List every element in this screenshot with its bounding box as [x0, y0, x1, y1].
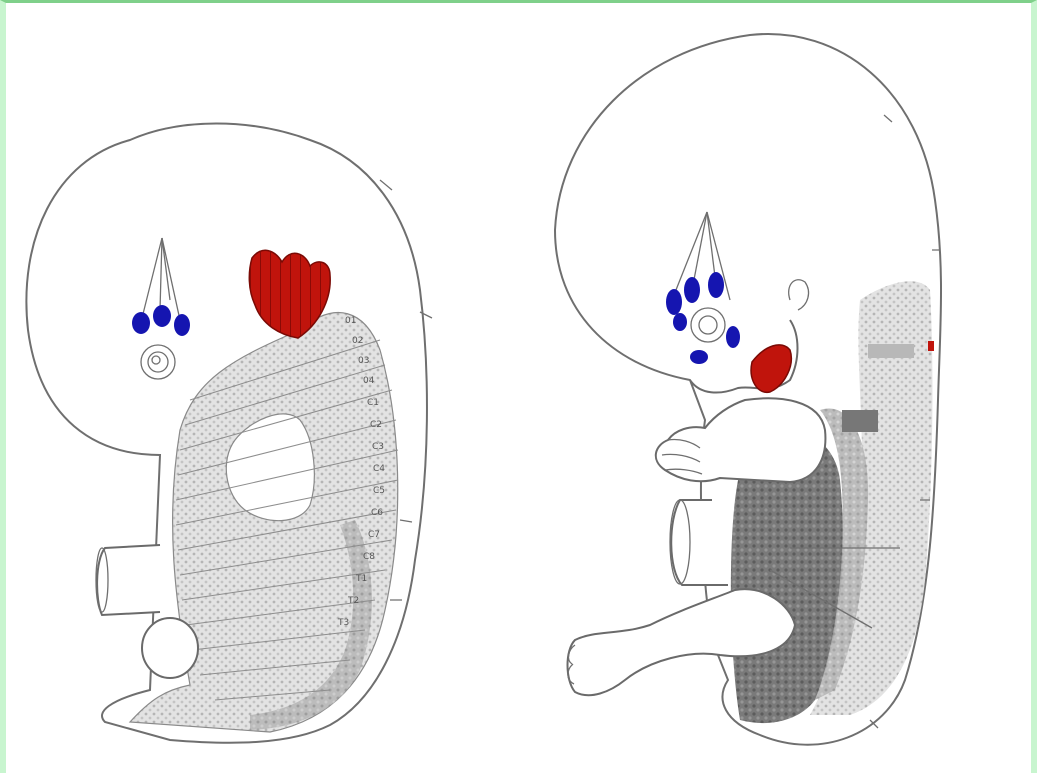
eye-muscle-blob	[684, 277, 700, 303]
somite-label: C3	[372, 442, 384, 452]
somite-label: C5	[373, 486, 385, 496]
right-embryo	[555, 34, 941, 745]
right-dark-marker	[842, 410, 878, 432]
somite-label: 04	[363, 376, 375, 386]
somite-label: C4	[373, 464, 385, 474]
somite-label: 03	[358, 356, 369, 366]
somite-label: C2	[370, 420, 382, 430]
somite-label: C1	[367, 398, 379, 408]
somite-label: T3	[337, 618, 349, 628]
eye-muscle-blob	[666, 289, 682, 315]
eye-muscle-blob	[673, 313, 687, 331]
eye-muscle-blob	[690, 350, 708, 364]
eye-muscle-blob	[726, 326, 740, 348]
somite-label: T2	[347, 596, 359, 606]
left-lower-limb-bud	[142, 618, 198, 678]
right-gray-marker	[868, 344, 914, 358]
eye-muscle-blob	[132, 312, 150, 334]
somite-label: 01	[345, 316, 356, 326]
right-red-edge-marker	[928, 341, 934, 351]
somite-label: C8	[363, 552, 375, 562]
eye-muscle-blob	[174, 314, 190, 336]
left-embryo: 01 02 03 04 C1 C2 C3 C4 C5 C6 C7 C8 T1 T…	[26, 124, 432, 743]
somite-label: C6	[371, 508, 383, 518]
eye-muscle-blob	[708, 272, 724, 298]
somite-label: 02	[352, 336, 363, 346]
eye-muscle-blob	[153, 305, 171, 327]
somite-label: T1	[355, 574, 367, 584]
somite-label: C7	[368, 530, 380, 540]
